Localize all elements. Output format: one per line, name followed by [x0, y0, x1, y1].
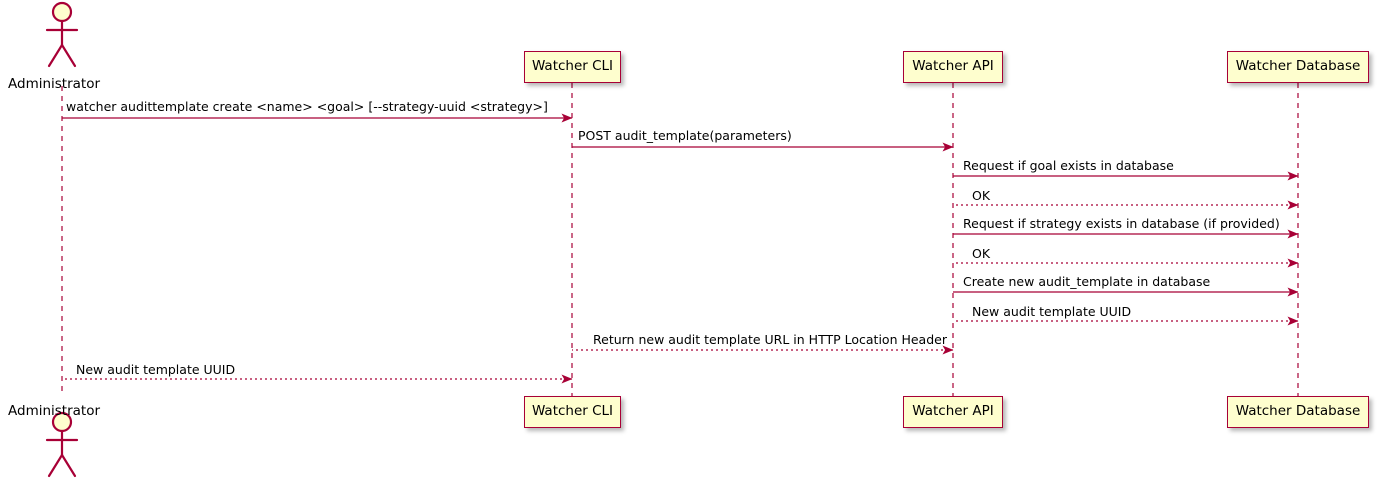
participant-box-watcher-api-top[interactable]: Watcher API [903, 51, 1003, 83]
actor-label-administrator-top: Administrator [8, 76, 101, 92]
message-label-9: New audit template UUID [76, 362, 236, 377]
message-label-4: Request if strategy exists in database (… [963, 216, 1280, 231]
participant-box-watcher-cli-bottom[interactable]: Watcher CLI [524, 396, 621, 428]
message-label-6: Create new audit_template in database [963, 274, 1211, 289]
message-arrows-group [62, 113, 1299, 384]
participant-box-watcher-api-bottom[interactable]: Watcher API [903, 396, 1003, 428]
participant-label: Watcher Database [1235, 58, 1361, 75]
actor-figures-group [45, 1, 79, 478]
message-label-1: POST audit_template(parameters) [578, 128, 792, 143]
participant-label: Watcher CLI [531, 58, 614, 75]
message-label-0: watcher audittemplate create <name> <goa… [66, 99, 548, 114]
participant-label: Watcher Database [1235, 403, 1361, 420]
participant-box-watcher-database-bottom[interactable]: Watcher Database [1227, 396, 1369, 428]
participant-box-watcher-cli-top[interactable]: Watcher CLI [524, 51, 621, 83]
participant-label: Watcher CLI [531, 403, 614, 420]
actor-figure-administrator-top [45, 1, 79, 68]
message-label-5: OK [972, 246, 991, 261]
participant-box-watcher-database-top[interactable]: Watcher Database [1227, 51, 1369, 83]
message-label-3: OK [972, 188, 991, 203]
message-label-8: Return new audit template URL in HTTP Lo… [593, 332, 947, 347]
actor-figure-administrator-bottom [45, 411, 79, 478]
message-label-7: New audit template UUID [972, 304, 1132, 319]
participant-label: Watcher API [912, 403, 994, 420]
participant-label: Watcher API [912, 58, 994, 75]
lifelines-group [61, 83, 1299, 396]
message-label-2: Request if goal exists in database [963, 158, 1174, 173]
actor-label-administrator-bottom: Administrator [8, 403, 101, 419]
